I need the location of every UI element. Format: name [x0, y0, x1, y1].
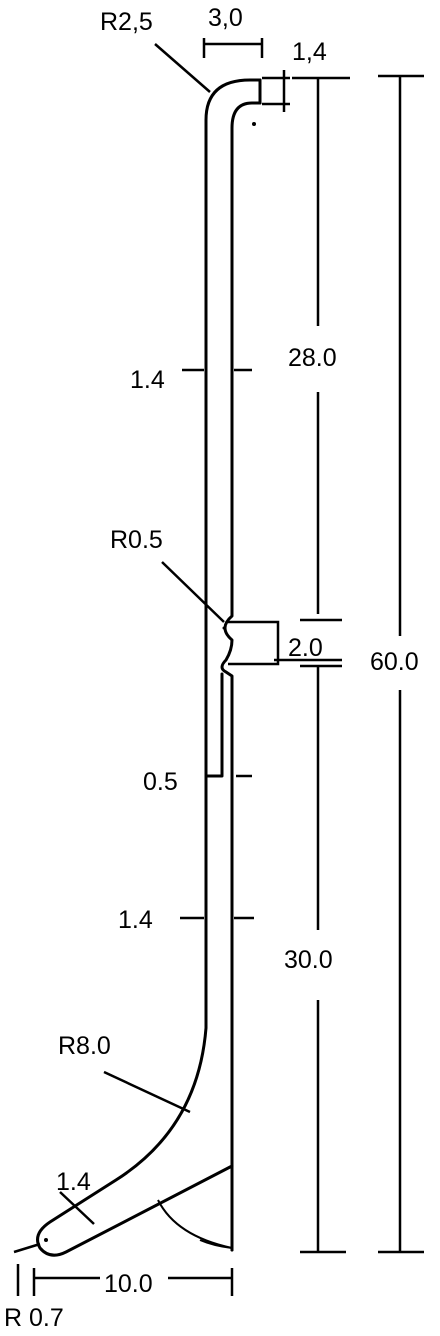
outer-contour — [36, 78, 262, 1257]
tip-center-mark — [44, 1238, 48, 1242]
part-outline — [36, 78, 262, 1257]
foot-length-dimension — [32, 1268, 234, 1296]
notch-radius-leader — [161, 561, 225, 623]
inner-contour — [220, 101, 262, 1252]
upper-length-label: 28.0 — [288, 344, 337, 372]
notch-length-label: 2.0 — [288, 634, 323, 662]
dimension-labels: R2,5 3,0 1,4 1.4 28.0 R0.5 2.0 60.0 0.5 … — [4, 4, 419, 1332]
foot-thickness-dimension — [59, 1191, 95, 1225]
dimension-lines — [13, 38, 424, 1296]
top-radius-label: R2,5 — [100, 8, 153, 36]
foot-length-label: 10.0 — [104, 1270, 153, 1298]
lower-length-dimension — [300, 664, 346, 1254]
angle-arc-end — [199, 1239, 233, 1249]
upper-length-dimension — [292, 76, 350, 622]
total-length-dimension — [378, 74, 424, 1254]
lower-thickness-label: 1.4 — [118, 906, 153, 934]
bend-radius-leader — [103, 1070, 191, 1114]
tip-radius-leader — [13, 1242, 41, 1296]
notch-radius-label: R0.5 — [110, 526, 163, 554]
notch-center-mark — [222, 626, 226, 630]
step-offset-label: 0.5 — [143, 768, 178, 796]
lower-length-label: 30.0 — [284, 946, 333, 974]
foot-thickness-label: 1.4 — [56, 1168, 91, 1196]
tip-radius-label: R 0.7 — [4, 1304, 64, 1332]
top-width-dimension — [202, 38, 264, 58]
top-center-mark — [252, 122, 256, 126]
top-width-label: 3,0 — [208, 4, 243, 32]
top-thickness-dimension — [262, 70, 290, 112]
notch-length-dimension — [228, 620, 342, 666]
total-length-label: 60.0 — [370, 648, 419, 676]
top-radius-leader — [154, 43, 211, 93]
upper-thickness-label: 1.4 — [130, 366, 165, 394]
inner-step — [204, 672, 224, 778]
angle-arc — [157, 1199, 233, 1249]
bend-radius-label: R8.0 — [58, 1032, 111, 1060]
top-thickness-label: 1,4 — [292, 38, 327, 66]
